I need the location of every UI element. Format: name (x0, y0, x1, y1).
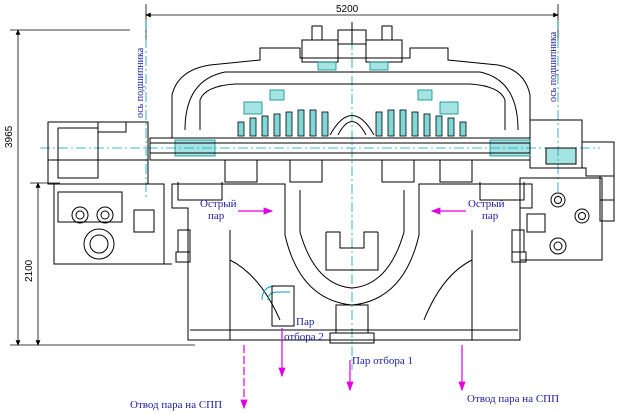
rotor (149, 115, 531, 154)
blade-rows (237, 109, 467, 137)
casing-cyan-parts (174, 61, 531, 157)
extraction1-label: Пар отбора 1 (352, 355, 413, 367)
extraction-pipe (261, 285, 295, 327)
live-steam-label-left-1: Острый (200, 198, 237, 210)
live-steam-label-left-2: пар (208, 210, 225, 222)
left-bearing-pedestal (47, 121, 172, 265)
spp-label-right: Отвод пара на СПП (467, 393, 559, 405)
bearing-axis-label-right: ось подшипника (548, 31, 559, 102)
live-steam-label-right-2: пар (482, 210, 499, 222)
centerlines (40, 20, 600, 370)
spp-label-left: Отвод пара на СПП (130, 399, 222, 411)
dim-axis-height: 2100 (24, 259, 35, 282)
extraction2-label-2: отбора 2 (284, 331, 324, 343)
live-steam-label-right-1: Острый (468, 198, 505, 210)
dimension-lines (10, 4, 559, 346)
right-bearing-pedestal (519, 119, 615, 261)
bearing-axis-label-left: ось подшипника (135, 47, 146, 118)
extraction2-label-1: Пар (296, 316, 315, 328)
casing-upper (149, 22, 531, 161)
dim-overall-length: 5200 (336, 4, 359, 15)
dim-total-height: 3965 (4, 125, 15, 148)
casing-lower (171, 159, 533, 344)
flow-arrows (238, 207, 466, 410)
